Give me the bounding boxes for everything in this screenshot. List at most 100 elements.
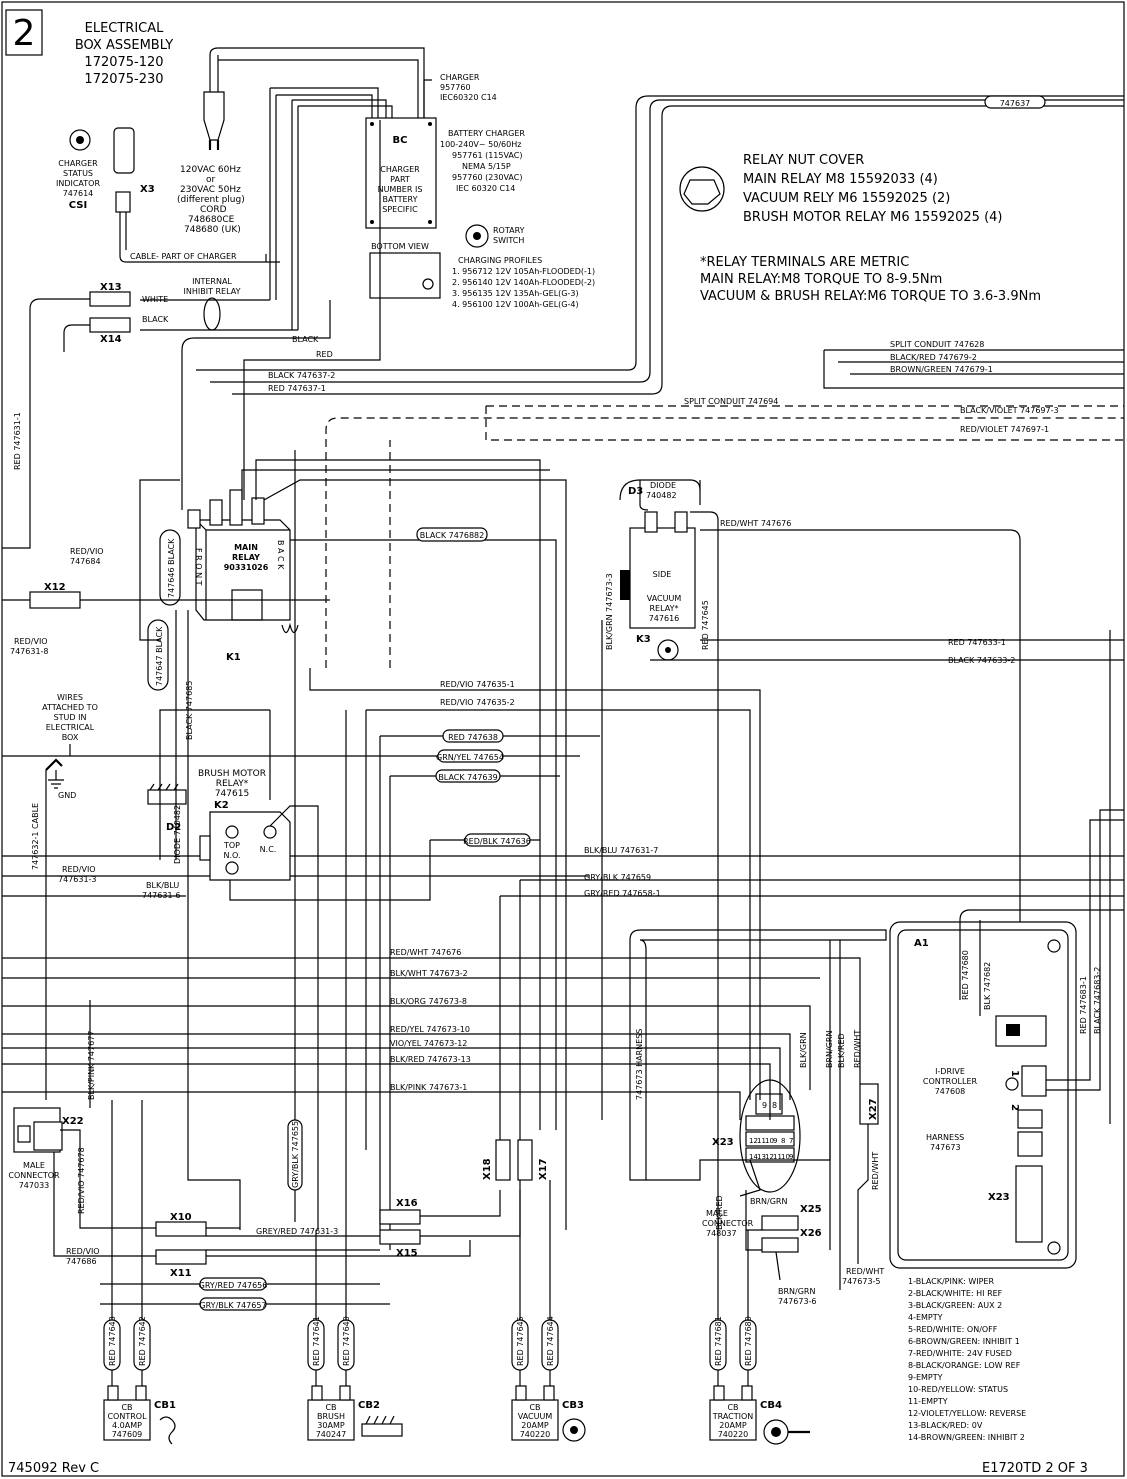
charger-bottom-view [369, 252, 441, 299]
wire-label: RED 747637-1 [268, 384, 326, 393]
wire-label: RED 747645 [516, 1316, 525, 1366]
wire-label: BLK 747682 [983, 962, 992, 1010]
wire-label: BLK/WHT 747673-2 [390, 969, 468, 978]
cord-spec: 748680 (UK) [184, 225, 241, 235]
battery-charger-spec: BATTERY CHARGER [448, 129, 525, 138]
csi-code: CSI [69, 200, 87, 211]
x17-connector [517, 1139, 533, 1181]
pin-legend-line: 11-EMPTY [908, 1397, 948, 1406]
trunk-wires [111, 710, 841, 1290]
ground-text: ELECTRICAL [46, 723, 95, 732]
charging-profiles-title: CHARGING PROFILES [458, 256, 542, 265]
controller-text: CONTROLLER [923, 1077, 978, 1086]
x12-area: X12 RED/VIO 747684 RED/VIO 747631-8 [2, 547, 330, 656]
internal-inhibit-relay [203, 297, 221, 331]
wire-label: RED 747638 [448, 733, 498, 742]
vacuum-motor-icon [562, 1418, 586, 1442]
wire-label: RED/WHT [846, 1267, 884, 1276]
wire-label: RED 747644 [546, 1316, 555, 1366]
circuit-breaker-cb2: RED 747641 RED 747640 CB BRUSH 30AMP 740… [307, 1230, 403, 1441]
wire-label: RED 747645 [701, 600, 710, 650]
x23-pin: 12 [749, 1137, 758, 1145]
brn-grn-box: BRN/GRN [750, 1197, 787, 1206]
wire-label: RED 747683-1 [1079, 976, 1088, 1034]
battery-charger-spec: 100-240V~ 50/60Hz [440, 140, 521, 149]
charging-profile: 3. 956135 12V 135Ah-GEL(G-3) [452, 289, 579, 298]
circuit-breaker-cb4: RED 747681 RED 747680 CB TRACTION 20AMP … [709, 1230, 810, 1445]
ground-symbol-icon [48, 770, 64, 789]
breaker-text: BRUSH [317, 1412, 345, 1421]
wire-label: BLACK 7476882 [420, 531, 484, 540]
rotary-switch-icon [465, 224, 489, 248]
wire-label: RED/BLK 747636 [463, 837, 531, 846]
x14-label: X14 [100, 334, 122, 345]
main-relay-k1: MAIN RELAY 90331026 F R O N T B A C K K1… [139, 459, 567, 1230]
breaker-id: CB2 [358, 1400, 380, 1411]
cord-spec: 230VAC 50Hz [180, 185, 241, 195]
harness-label: HARNESS [926, 1133, 964, 1142]
x23-pin: 14 [749, 1153, 758, 1161]
wire-label: BLK/RED [715, 1195, 724, 1230]
side-label: SIDE [653, 570, 672, 579]
wire-label: BLACK/RED 747679-2 [890, 353, 977, 362]
wire-label: RED 747641 [312, 1316, 321, 1366]
wire-label: BLK/RED [837, 1033, 846, 1068]
indicator-lamp-icon [113, 127, 135, 174]
wire-label: RED/WHT [871, 1152, 880, 1190]
controller-text: I-DRIVE [935, 1067, 965, 1076]
x25-label: X25 [800, 1204, 822, 1215]
x23-pin: 12 [765, 1153, 774, 1161]
wire-tag [416, 527, 488, 542]
ground-text: ATTACHED TO [42, 703, 98, 712]
brush-relay-title: RELAY* [216, 779, 249, 789]
charger-code: BC [393, 135, 408, 146]
ground-text: BOX [62, 733, 79, 742]
wire-label: RED 747643 [108, 1316, 117, 1366]
harness-label: 747673 [930, 1143, 961, 1152]
breaker-text: CB [121, 1403, 132, 1412]
wire-label: RED 747680 [744, 1316, 753, 1366]
x15-label: X15 [396, 1248, 418, 1259]
wire-label: 747673-6 [778, 1297, 817, 1306]
male-connector: MALE [706, 1209, 728, 1218]
bottom-view-label: BOTTOM VIEW [371, 242, 429, 251]
wire-label: 747632-1 CABLE [31, 803, 40, 870]
wire-label: RED/VIO 747635-1 [440, 680, 515, 689]
brush-icon [361, 1423, 403, 1437]
charger-label: CHARGER [440, 73, 480, 82]
wire-label: 747684 [70, 557, 101, 566]
nc-label: N.C. [260, 845, 277, 854]
x22-connector [33, 1121, 63, 1151]
pin-legend-line: 5-RED/WHITE: ON/OFF [908, 1325, 998, 1334]
wire-label: GRY/RED 747658-1 [584, 889, 661, 898]
wire-label: BLK/PINK 747673-1 [390, 1083, 467, 1092]
d3-label: D3 [628, 486, 643, 497]
breaker-text: CB [529, 1403, 540, 1412]
wire-label: RED/VIO [14, 637, 48, 646]
charger-text: BATTERY [383, 195, 418, 204]
wire-label: BRN/GRN [778, 1287, 815, 1296]
wire-label: RED/WHT 747676 [720, 519, 791, 528]
wire-label: 747673 HARNESS [635, 1029, 644, 1100]
wire-label: BLK/PINK 747677 [87, 1031, 96, 1100]
controller-a1: A1 I-DRIVE CONTROLLER 747608 1 2 HARNESS… [889, 809, 1124, 1269]
pin-legend-line: 9-EMPTY [908, 1373, 943, 1382]
wire-label: RED/VIO [66, 1247, 100, 1256]
battery-charger-spec: 957760 (230VAC) [452, 173, 522, 182]
wire-label: BLACK 747633-2 [948, 656, 1015, 665]
pin-legend-line: 2-BLACK/WHITE: HI REF [908, 1289, 1003, 1298]
battery-charger-spec: 957761 (115VAC) [452, 151, 522, 160]
battery-charger-spec: IEC 60320 C14 [456, 184, 515, 193]
wire-label: RED 747633-1 [948, 638, 1006, 647]
csi-label: 747614 [63, 189, 94, 198]
ground-text: STUD IN [54, 713, 87, 722]
sheet-number: 2 [13, 13, 36, 54]
x23-pin: 11 [773, 1153, 782, 1161]
csi-label: INDICATOR [56, 179, 100, 188]
gnd-label: GND [58, 791, 76, 800]
wire-label: BROWN/GREEN 747679-1 [890, 365, 993, 374]
breaker-text: CONTROL [107, 1412, 147, 1421]
x23-pin: 9 [789, 1153, 793, 1161]
ground-text: WIRES [57, 693, 83, 702]
front-label: F R O N T [194, 548, 203, 586]
